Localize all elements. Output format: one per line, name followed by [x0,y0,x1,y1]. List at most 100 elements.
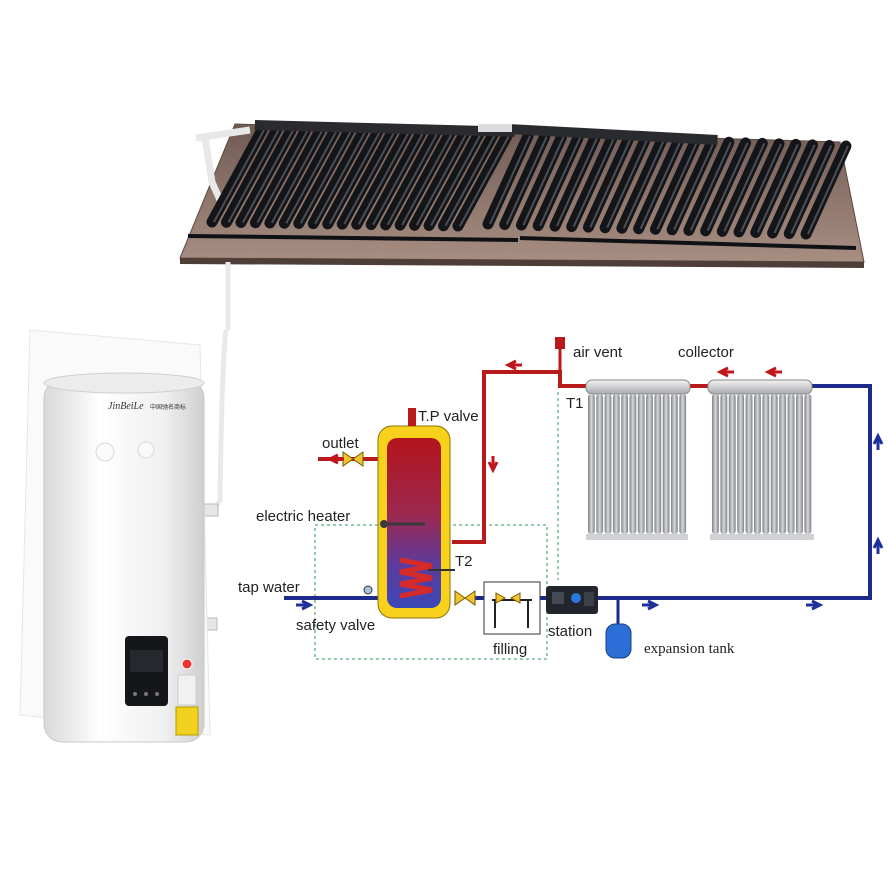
evacuated-tube [206,124,268,228]
label-air-vent: air vent [573,344,623,361]
collector-tube [612,394,620,534]
tube-highlight [357,131,410,225]
evacuated-tube [423,128,485,232]
evacuated-tube [452,128,514,232]
evacuated-tube [532,132,584,232]
evacuated-tube [767,139,819,239]
collector-tube [604,394,612,534]
outlet-valve [342,451,354,467]
flow-arrow [487,456,499,474]
flow-arrow [326,453,344,465]
collector-tube [637,394,645,534]
collector-tube [804,394,812,534]
safety-valve [363,585,373,595]
collector-2-header [707,379,813,395]
flow-arrow [872,432,884,450]
inlet-valve-b [464,590,476,606]
collector-tube [787,394,795,534]
roof-collector-photo [179,120,865,268]
label-electric-heater: electric heater [256,508,350,525]
tube-highlight [386,132,439,226]
label-filling: filling [493,641,527,658]
tube-highlight [459,133,511,227]
tube-highlight [314,131,367,225]
control-panel-screen [130,650,163,672]
tank-knob-left [95,442,115,462]
tube-highlight [372,132,425,226]
tube-highlight [343,131,396,225]
tube-highlight [622,139,665,229]
evacuated-tube [235,124,297,228]
collector-tube [621,394,628,534]
tube-highlight [430,133,482,227]
collector-tube [720,394,728,534]
collector-tube [728,394,736,534]
collector-tube [796,394,803,534]
evacuated-tube [293,125,355,229]
warning-sticker [181,658,193,670]
tube-highlight [606,139,649,229]
flow-arrow [716,366,734,378]
tube-highlight [522,136,565,226]
evacuated-tube [750,138,802,238]
flow-arrow [872,536,884,554]
tube-highlight [539,137,582,226]
collector-1-base [586,534,688,540]
evacuated-tube [380,127,442,231]
evacuated-tube [365,127,427,231]
tube-highlight [689,141,732,231]
tube-highlight [756,144,799,233]
evacuated-tube [582,133,634,233]
electric-water-tank-photo: JinBeiLe 中国驰名商标 [43,372,205,743]
energy-label [175,706,199,736]
evacuated-tube [549,132,601,232]
evacuated-tube [515,131,567,231]
expansion-tank [605,623,632,659]
right-frame-rail [519,236,857,250]
collector-tube [588,394,595,534]
tube-highlight [489,135,531,225]
evacuated-tube [566,133,618,233]
collector-tube [754,394,761,534]
left-frame-rail [187,234,519,242]
evacuated-tube [599,134,651,234]
right-collector-header [507,124,718,145]
right-collector-tubes [482,130,852,240]
collector-connector [478,124,512,132]
electric-heater-head [380,520,388,528]
evacuated-tube [264,125,326,229]
tube-highlight [271,130,323,224]
evacuated-tube [633,135,685,235]
tube-highlight [589,138,632,228]
tube-highlight [401,132,453,226]
tube-highlight [285,130,338,224]
evacuated-tube [482,130,534,230]
collector-tube [646,394,653,534]
system-schematic: air vent collector T.P valve outlet elec… [238,337,884,660]
tube-highlight [299,130,352,224]
evacuated-tube [683,136,735,236]
tube-highlight [556,137,598,227]
tube-highlight [227,129,280,223]
cold-return-pipe [468,384,872,600]
roof-edge [180,258,864,268]
tube-highlight [572,138,615,228]
control-button [144,692,148,696]
evacuated-tube [700,137,752,237]
control-button [155,692,159,696]
collector-tube [712,394,719,534]
label-outlet: outlet [322,435,360,452]
tube-highlight [505,136,548,225]
evacuated-tube [666,136,718,236]
collector-tube [662,394,670,534]
tube-highlight [415,132,468,226]
filling-unit [483,581,541,635]
collector-tube [629,394,637,534]
tube-highlight [773,144,816,234]
tube-highlight [242,129,294,223]
control-button [133,692,137,696]
label-t2: T2 [455,553,473,570]
flow-arrow [806,599,824,611]
collector-tube [770,394,778,534]
collector-tube [762,394,770,534]
